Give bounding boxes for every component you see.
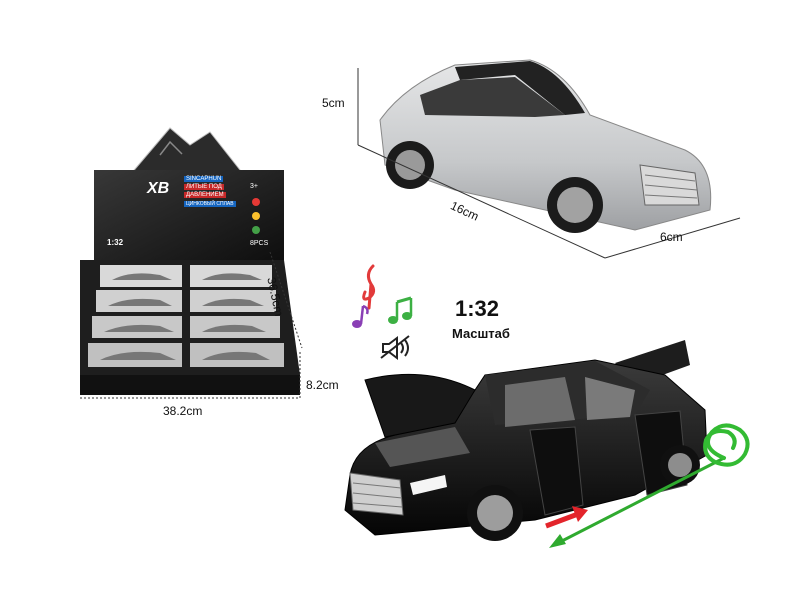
red-arrow-icon bbox=[545, 506, 588, 529]
box-height-label: 8.2cm bbox=[306, 378, 339, 392]
display-box-illustration bbox=[80, 127, 300, 395]
speaker-icon bbox=[380, 335, 410, 360]
scale-value: 1:32 bbox=[455, 296, 500, 321]
box-product-line-3: ЦИНКОВЫЙ СПЛАВ bbox=[184, 201, 236, 207]
car-compartments bbox=[88, 265, 284, 367]
treble-clef-icon bbox=[362, 264, 376, 310]
sound-icons bbox=[352, 264, 413, 360]
box-scale-label: 1:32 bbox=[107, 238, 124, 247]
box-product-line-2: ДАВЛЕНИЕМ bbox=[184, 192, 226, 198]
car-width-label: 6cm bbox=[660, 230, 683, 244]
car-height-label: 5cm bbox=[322, 96, 345, 110]
purple-note-icon bbox=[352, 304, 369, 328]
green-note-icon bbox=[388, 296, 413, 324]
box-brand-logo: XB bbox=[147, 180, 170, 197]
open-front-door bbox=[529, 426, 584, 516]
spiral-icon bbox=[703, 423, 750, 467]
scale-word: Масштаб bbox=[452, 326, 510, 341]
box-width-label: 38.2cm bbox=[163, 404, 203, 418]
box-count-label: 8PCS bbox=[250, 240, 269, 247]
box-brand-name: SINCAPHUN bbox=[184, 176, 224, 182]
open-hood bbox=[364, 373, 476, 438]
box-product-line-1: ЛИТЫЕ ПОД bbox=[184, 184, 224, 190]
green-arrow-icon bbox=[549, 456, 725, 548]
box-age-label: 3+ bbox=[250, 183, 258, 190]
silver-car-image bbox=[379, 59, 712, 233]
